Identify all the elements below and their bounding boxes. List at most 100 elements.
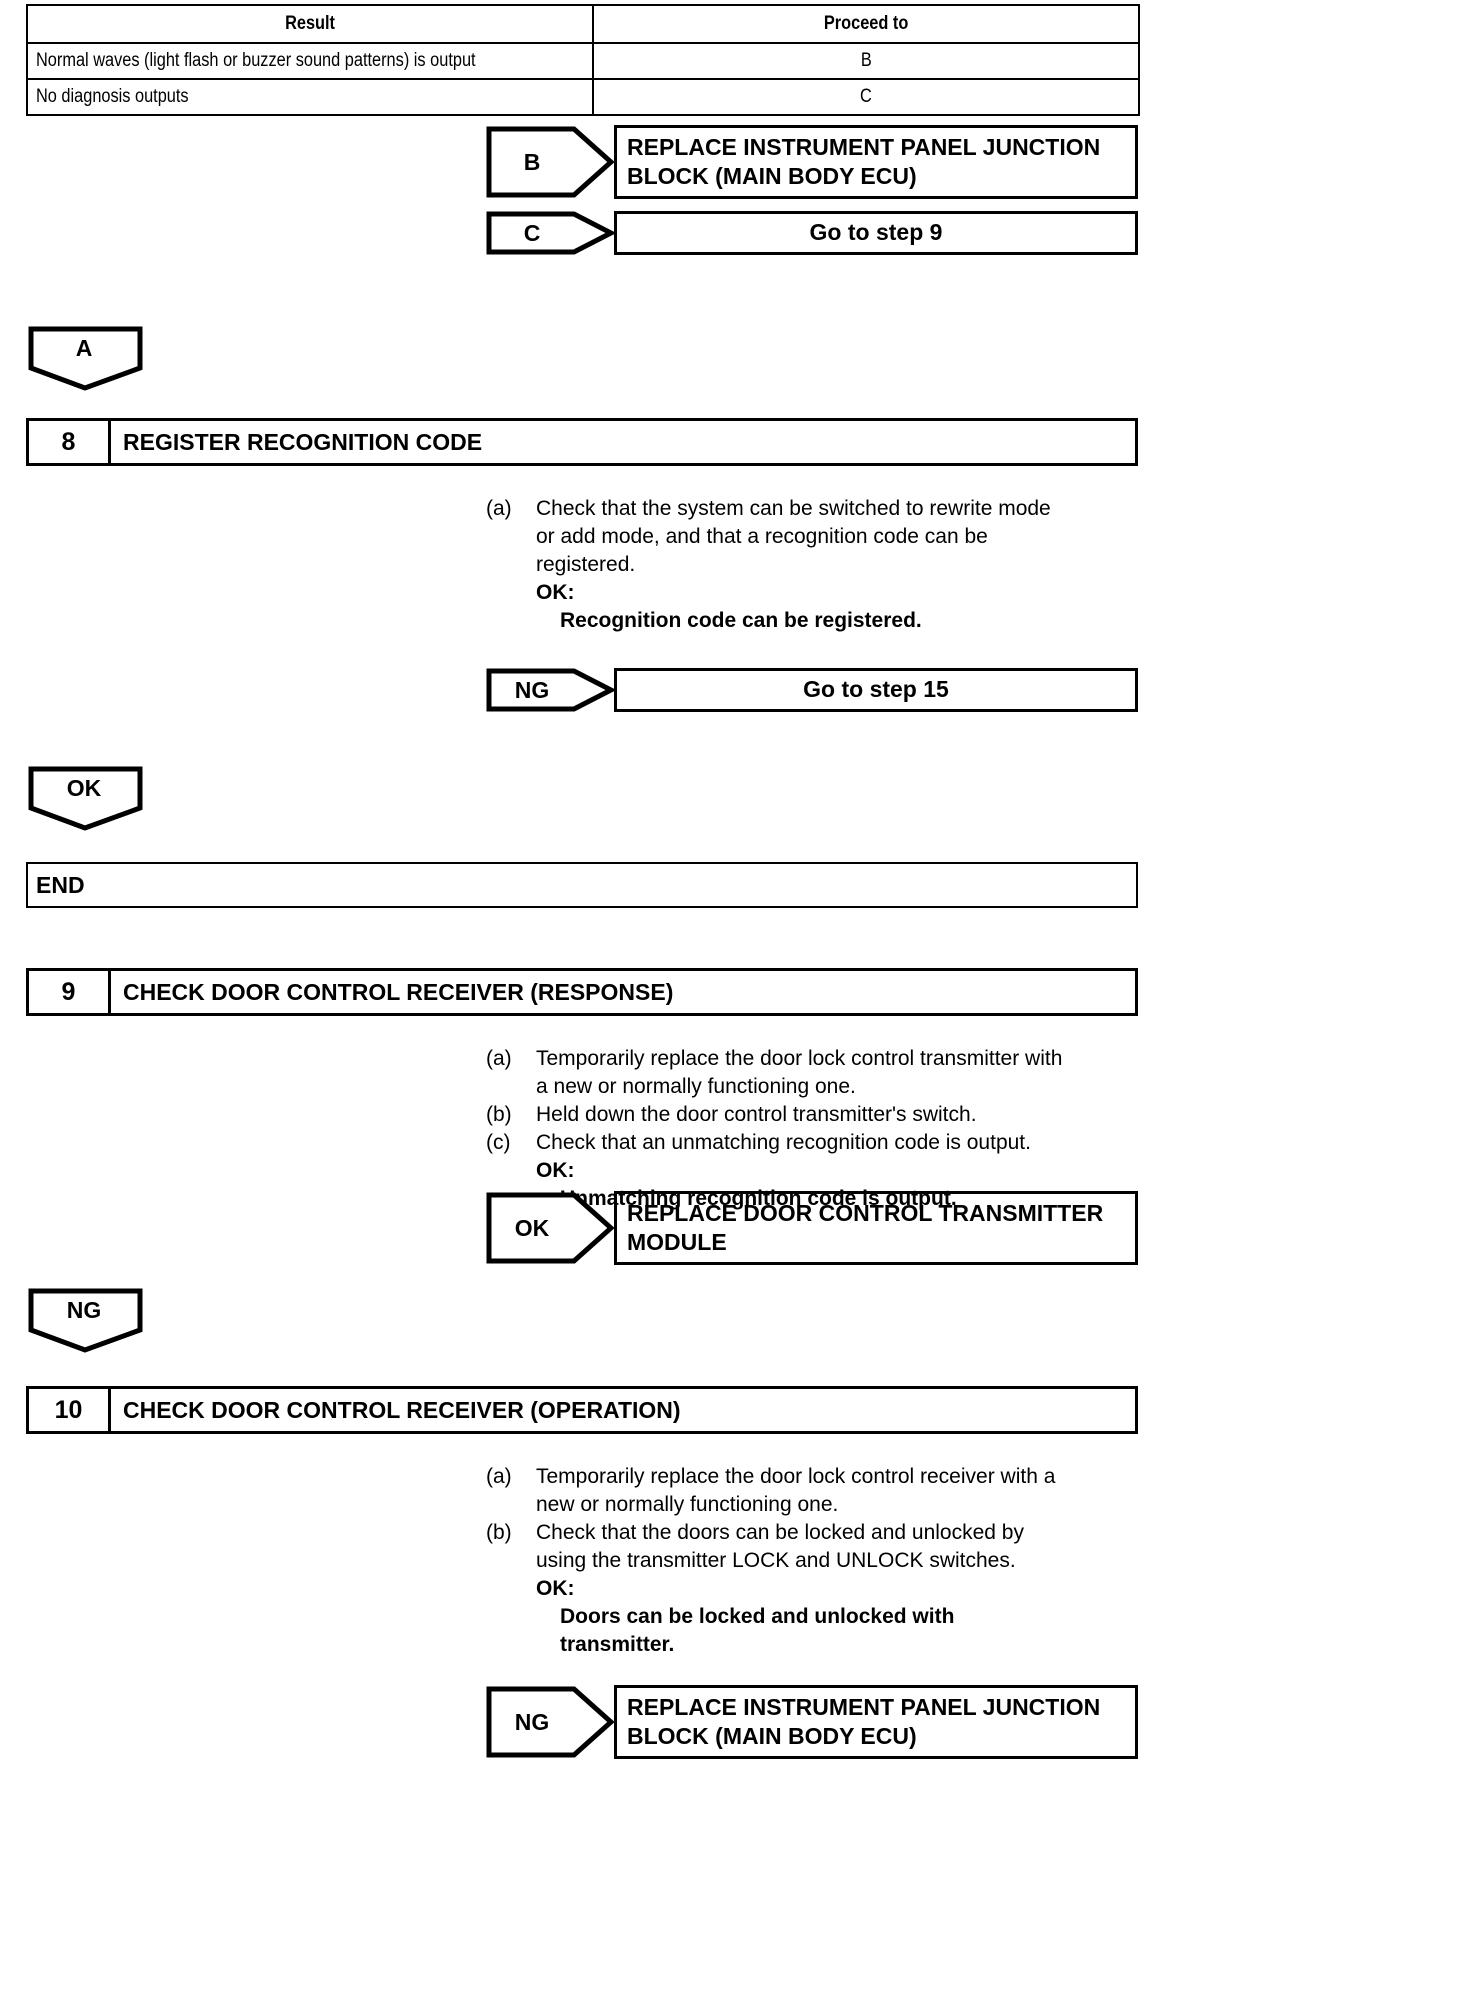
branch-row-step9-ok-real: OK REPLACE DOOR CONTROL TRANSMITTER MODU…	[486, 1191, 1138, 1265]
step-body-8: (a) Check that the system can be switche…	[486, 495, 1146, 635]
instruction-text: Check that the doors can be locked and u…	[536, 1519, 1146, 1575]
instruction-item: (c) Check that an unmatching recognition…	[486, 1129, 1146, 1157]
branch-tag-b: B	[486, 125, 614, 199]
proceed-cell: B	[592, 42, 1140, 80]
pentagon-down-icon	[28, 766, 143, 831]
instruction-item: (a) Check that the system can be switche…	[486, 495, 1146, 579]
ok-value-line: Doors can be locked and unlocked with	[560, 1605, 955, 1628]
result-cell: Normal waves (light flash or buzzer soun…	[26, 42, 594, 80]
branch-tag-label: NG	[514, 676, 550, 703]
step-title: REGISTER RECOGNITION CODE	[123, 428, 483, 455]
arrow-tag-shape-icon	[486, 1192, 614, 1264]
branch-tag-label: NG	[514, 1708, 550, 1735]
action-box-step10-ng: REPLACE INSTRUMENT PANEL JUNCTION BLOCK …	[614, 1685, 1138, 1759]
instruction-line: Held down the door control transmitter's…	[536, 1103, 977, 1126]
instruction-marker: (a)	[486, 1047, 512, 1070]
action-line: BLOCK (MAIN BODY ECU)	[627, 1723, 917, 1749]
branch-tag-ng: NG	[486, 668, 614, 712]
pentagon-down-icon	[28, 1288, 143, 1353]
step-header-10: 10 CHECK DOOR CONTROL RECEIVER (OPERATIO…	[26, 1386, 1138, 1434]
instruction-line: using the transmitter LOCK and UNLOCK sw…	[536, 1549, 1016, 1572]
instruction-line: registered.	[536, 553, 636, 576]
step-title: CHECK DOOR CONTROL RECEIVER (OPERATION)	[123, 1396, 681, 1423]
branch-tag-ng: NG	[486, 1685, 614, 1759]
ok-label: OK:	[536, 1159, 575, 1182]
end-box: END	[26, 862, 1138, 908]
action-line: REPLACE DOOR CONTROL TRANSMITTER	[627, 1199, 1104, 1226]
connector-label: A	[75, 334, 93, 361]
instruction-marker: (b)	[486, 1521, 512, 1544]
step-number: 9	[29, 971, 111, 1013]
branch-row-b: B REPLACE INSTRUMENT PANEL JUNCTION BLOC…	[486, 125, 1138, 199]
instruction-line: Temporarily replace the door lock contro…	[536, 1047, 1063, 1070]
table-row: Normal waves (light flash or buzzer soun…	[26, 42, 1140, 80]
instruction-line: or add mode, and that a recognition code…	[536, 525, 988, 548]
instruction-item: (b) Held down the door control transmitt…	[486, 1101, 1146, 1129]
action-box-c: Go to step 9	[614, 211, 1138, 255]
action-line: REPLACE INSTRUMENT PANEL JUNCTION	[627, 133, 1101, 160]
instruction-marker: (b)	[486, 1103, 512, 1126]
step-title: CHECK DOOR CONTROL RECEIVER (RESPONSE)	[123, 978, 674, 1005]
connector-label: NG	[66, 1296, 102, 1323]
ok-value: Recognition code can be registered.	[560, 609, 922, 632]
action-box-step8-ng: Go to step 15	[614, 668, 1138, 712]
instruction-line: Check that the doors can be locked and u…	[536, 1521, 1024, 1544]
ok-value: Doors can be locked and unlocked with tr…	[560, 1603, 1146, 1659]
instruction-text: Held down the door control transmitter's…	[536, 1101, 1146, 1129]
instruction-item: (b) Check that the doors can be locked a…	[486, 1519, 1146, 1575]
instruction-line: new or normally functioning one.	[536, 1493, 839, 1516]
connector-ok: OK	[28, 766, 146, 832]
instruction-marker: (a)	[486, 1465, 512, 1488]
column-header-result: Result	[26, 4, 594, 44]
action-line: REPLACE INSTRUMENT PANEL JUNCTION	[627, 1693, 1101, 1720]
instruction-line: a new or normally functioning one.	[536, 1075, 856, 1098]
instruction-text: Temporarily replace the door lock contro…	[536, 1463, 1146, 1519]
step-number: 10	[29, 1389, 111, 1431]
branch-tag-label: C	[523, 219, 541, 246]
instruction-marker: (a)	[486, 497, 512, 520]
action-line: Go to step 9	[809, 219, 943, 246]
branch-tag-label: B	[523, 148, 541, 175]
arrow-tag-shape-icon	[486, 211, 614, 255]
ok-label: OK:	[536, 1577, 575, 1600]
result-cell: No diagnosis outputs	[26, 78, 594, 116]
pentagon-down-icon	[28, 326, 143, 391]
instruction-item: (a) Temporarily replace the door lock co…	[486, 1463, 1146, 1519]
arrow-tag-shape-icon	[486, 126, 614, 198]
column-header-proceed: Proceed to	[592, 4, 1140, 44]
arrow-tag-shape-icon	[486, 668, 614, 712]
step-header-8: 8 REGISTER RECOGNITION CODE	[26, 418, 1138, 466]
instruction-text: Temporarily replace the door lock contro…	[536, 1045, 1146, 1101]
instruction-text: Check that an unmatching recognition cod…	[536, 1129, 1146, 1157]
proceed-cell: C	[592, 78, 1140, 116]
instruction-line: Temporarily replace the door lock contro…	[536, 1465, 1056, 1488]
ok-label: OK:	[536, 581, 575, 604]
step-header-9: 9 CHECK DOOR CONTROL RECEIVER (RESPONSE)	[26, 968, 1138, 1016]
result-table: Result Proceed to Normal waves (light fl…	[26, 4, 1140, 116]
action-box-step9-ok: REPLACE DOOR CONTROL TRANSMITTER MODULE	[614, 1191, 1138, 1265]
branch-row-step10-ng: NG REPLACE INSTRUMENT PANEL JUNCTION BLO…	[486, 1685, 1138, 1759]
connector-label: OK	[66, 774, 102, 801]
instruction-item: (a) Temporarily replace the door lock co…	[486, 1045, 1146, 1101]
step-body-10: (a) Temporarily replace the door lock co…	[486, 1463, 1146, 1659]
instruction-line: Check that the system can be switched to…	[536, 497, 1051, 520]
action-box-b: REPLACE INSTRUMENT PANEL JUNCTION BLOCK …	[614, 125, 1138, 199]
branch-row-step9-ok	[486, 1016, 1138, 1090]
table-header-row: Result Proceed to	[26, 4, 1140, 44]
action-line: MODULE	[627, 1229, 727, 1255]
branch-tag-c: C	[486, 211, 614, 255]
branch-tag-ok: OK	[486, 1191, 614, 1265]
action-line: Go to step 15	[803, 676, 949, 703]
instruction-text: Check that the system can be switched to…	[536, 495, 1146, 579]
instruction-line: Check that an unmatching recognition cod…	[536, 1131, 1031, 1154]
branch-row-c: C Go to step 9	[486, 211, 1138, 255]
connector-a: A	[28, 326, 146, 392]
ok-value-line: transmitter.	[560, 1633, 675, 1656]
branch-tag-label: OK	[514, 1214, 550, 1241]
instruction-marker: (c)	[486, 1131, 511, 1154]
connector-ng: NG	[28, 1288, 146, 1354]
end-label: END	[36, 871, 85, 898]
arrow-tag-shape-icon	[486, 1686, 614, 1758]
table-row: No diagnosis outputs C	[26, 78, 1140, 116]
